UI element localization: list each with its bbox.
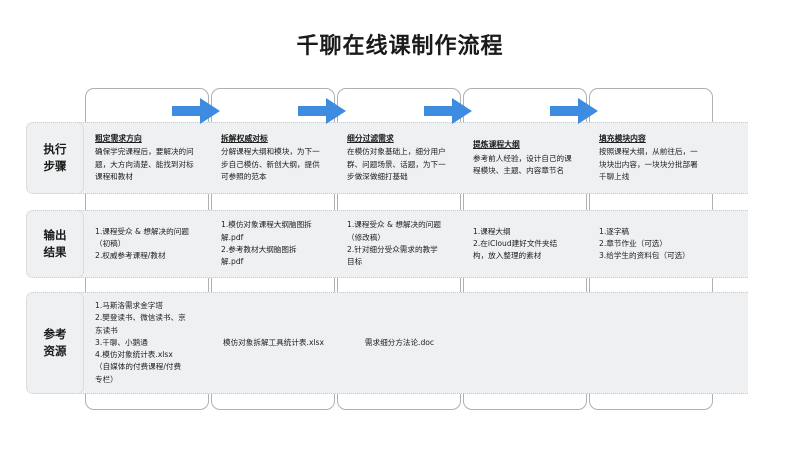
flow-arrow-icon-arrow-4-to-5 — [550, 98, 598, 124]
resource-line-step-1-3: 东读书 — [95, 325, 118, 335]
resource-line-step-1-6: （自媒体的付费课程/付费 — [95, 362, 182, 372]
resource-line-step-1-1: 1.马斯洛需求金字塔 — [95, 300, 163, 310]
output-line-step-2-4: 解.pdf — [221, 257, 244, 267]
step-body-step-3: 在模仿对象基础上，细分用户群、问题场景、话题，为下一步做深做细打基础 — [347, 147, 446, 181]
row-label-line-2: 步骤 — [43, 159, 67, 173]
row-strip-reference-resources — [58, 292, 748, 394]
cell-step-4-output: 1.课程大纲 2.在iCloud建好文件夹结构，放入整理的素材 — [467, 210, 582, 278]
output-line-step-5-1: 1.逐字稿 — [599, 226, 630, 236]
output-line-step-5-2: 2.章节作业（可选） — [599, 238, 667, 248]
cell-step-2-reference: 模仿对象拆解工具统计表.xlsx — [215, 292, 330, 394]
output-line-step-3-1: 1.课程受众 & 想解决的问题 — [347, 220, 441, 230]
row-label-line-2: 资源 — [43, 344, 67, 358]
cell-step-3-output: 1.课程受众 & 想解决的问题 （修改稿） 2.针对细分受众需求的教学目标 — [341, 210, 456, 278]
cell-step-4-step: 提炼课程大纲参考前人经验，设计自己的课程模块、主题、内容章节名 — [467, 122, 582, 194]
cell-step-5-reference — [593, 292, 708, 394]
step-heading-step-4: 提炼课程大纲 — [473, 139, 520, 149]
output-line-step-3-4: 目标 — [347, 257, 363, 267]
row-label-text: 输出结果 — [44, 227, 67, 260]
cell-step-5-output: 1.逐字稿 2.章节作业（可选） 3.给学生的资料包（可选） — [593, 210, 708, 278]
output-line-step-3-2: （修改稿） — [347, 232, 385, 242]
step-heading-step-1: 粗定需求方向 — [95, 133, 142, 143]
step-heading-step-2: 拆解权威对标 — [221, 133, 268, 143]
output-line-step-2-2: 解.pdf — [221, 232, 244, 242]
output-line-step-4-2: 2.在iCloud建好文件夹结 — [473, 238, 558, 248]
output-line-step-1-1: 1.课程受众 & 想解决的问题 — [95, 226, 189, 236]
resource-line-step-1-2: 2.樊登读书、微信读书、京 — [95, 313, 186, 323]
row-strip-execution-steps — [58, 122, 748, 194]
step-heading-step-3: 细分过滤需求 — [347, 133, 394, 143]
step-body-step-4: 参考前人经验，设计自己的课程模块、主题、内容章节名 — [473, 153, 572, 175]
cell-step-3-reference: 需求细分方法论.doc — [341, 292, 456, 394]
row-label-reference-resources: 参考资源 — [26, 292, 84, 394]
cell-step-2-output: 1.模仿对象课程大纲脑图拆解.pdf 2.参考教材大纲脑图拆解.pdf — [215, 210, 330, 278]
row-label-line-1: 参考 — [43, 327, 67, 342]
output-line-step-2-1: 1.模仿对象课程大纲脑图拆 — [221, 220, 312, 230]
step-heading-step-5: 填充模块内容 — [599, 133, 646, 143]
row-label-execution-steps: 执行步骤 — [26, 122, 84, 194]
row-label-line-1: 输出 — [43, 228, 67, 243]
page-title: 千聊在线课制作流程 — [296, 34, 504, 59]
cell-step-5-step: 填充模块内容按照课程大纲，从前往后，一块块出内容，一块块分批部署千聊上线 — [593, 122, 708, 194]
step-body-step-2: 分解课程大纲和模块，为下一步自己模仿、新创大纲，提供可参照的范本 — [221, 147, 320, 181]
output-line-step-1-3: 2.权威参考课程/教材 — [95, 251, 166, 261]
row-label-output-results: 输出结果 — [26, 210, 84, 278]
flow-arrow-icon-arrow-3-to-4 — [424, 98, 472, 124]
resource-line-step-1-7: 专栏） — [95, 374, 118, 384]
cell-step-1-reference: 1.马斯洛需求金字塔 2.樊登读书、微信读书、京东读书 3.千聊、小鹅通 4.模仿对象… — [89, 292, 204, 394]
cell-step-4-reference — [467, 292, 582, 394]
row-label-line-1: 执行 — [43, 142, 67, 157]
cell-step-1-output: 1.课程受众 & 想解决的问题 （初稿） 2.权威参考课程/教材 — [89, 210, 204, 278]
step-body-step-5: 按照课程大纲，从前往后，一块块出内容，一块块分批部署千聊上线 — [599, 147, 698, 181]
output-line-step-2-3: 2.参考教材大纲脑图拆 — [221, 245, 297, 254]
cell-step-3-step: 细分过滤需求在模仿对象基础上，细分用户群、问题场景、话题，为下一步做深做细打基础 — [341, 122, 456, 194]
output-line-step-4-1: 1.课程大纲 — [473, 226, 511, 236]
output-line-step-3-3: 2.针对细分受众需求的教学 — [347, 245, 438, 254]
output-line-step-4-3: 构，放入整理的素材 — [473, 251, 542, 261]
row-label-text: 参考资源 — [44, 326, 67, 359]
cell-step-1-step: 粗定需求方向确保学完课程后，要解决的问题，大方向清楚、能找到对标课程和教材 — [89, 122, 204, 194]
row-label-line-2: 结果 — [43, 245, 67, 259]
resource-item-step-2: 模仿对象拆解工具统计表.xlsx — [223, 337, 324, 347]
resource-item-step-3: 需求细分方法论.doc — [364, 337, 435, 347]
resource-line-step-1-4: 3.千聊、小鹅通 — [95, 337, 148, 347]
row-strip-output-results — [58, 210, 748, 278]
output-line-step-1-2: （初稿） — [95, 238, 126, 248]
flow-arrow-icon-arrow-1-to-2 — [172, 98, 220, 124]
cell-step-2-step: 拆解权威对标分解课程大纲和模块，为下一步自己模仿、新创大纲，提供可参照的范本 — [215, 122, 330, 194]
resource-line-step-1-5: 4.模仿对象统计表.xlsx — [95, 350, 173, 360]
row-label-text: 执行步骤 — [44, 141, 67, 174]
step-body-step-1: 确保学完课程后，要解决的问题，大方向清楚、能找到对标课程和教材 — [95, 147, 194, 181]
output-line-step-5-3: 3.给学生的资料包（可选） — [599, 251, 690, 261]
flow-arrow-icon-arrow-2-to-3 — [298, 98, 346, 124]
